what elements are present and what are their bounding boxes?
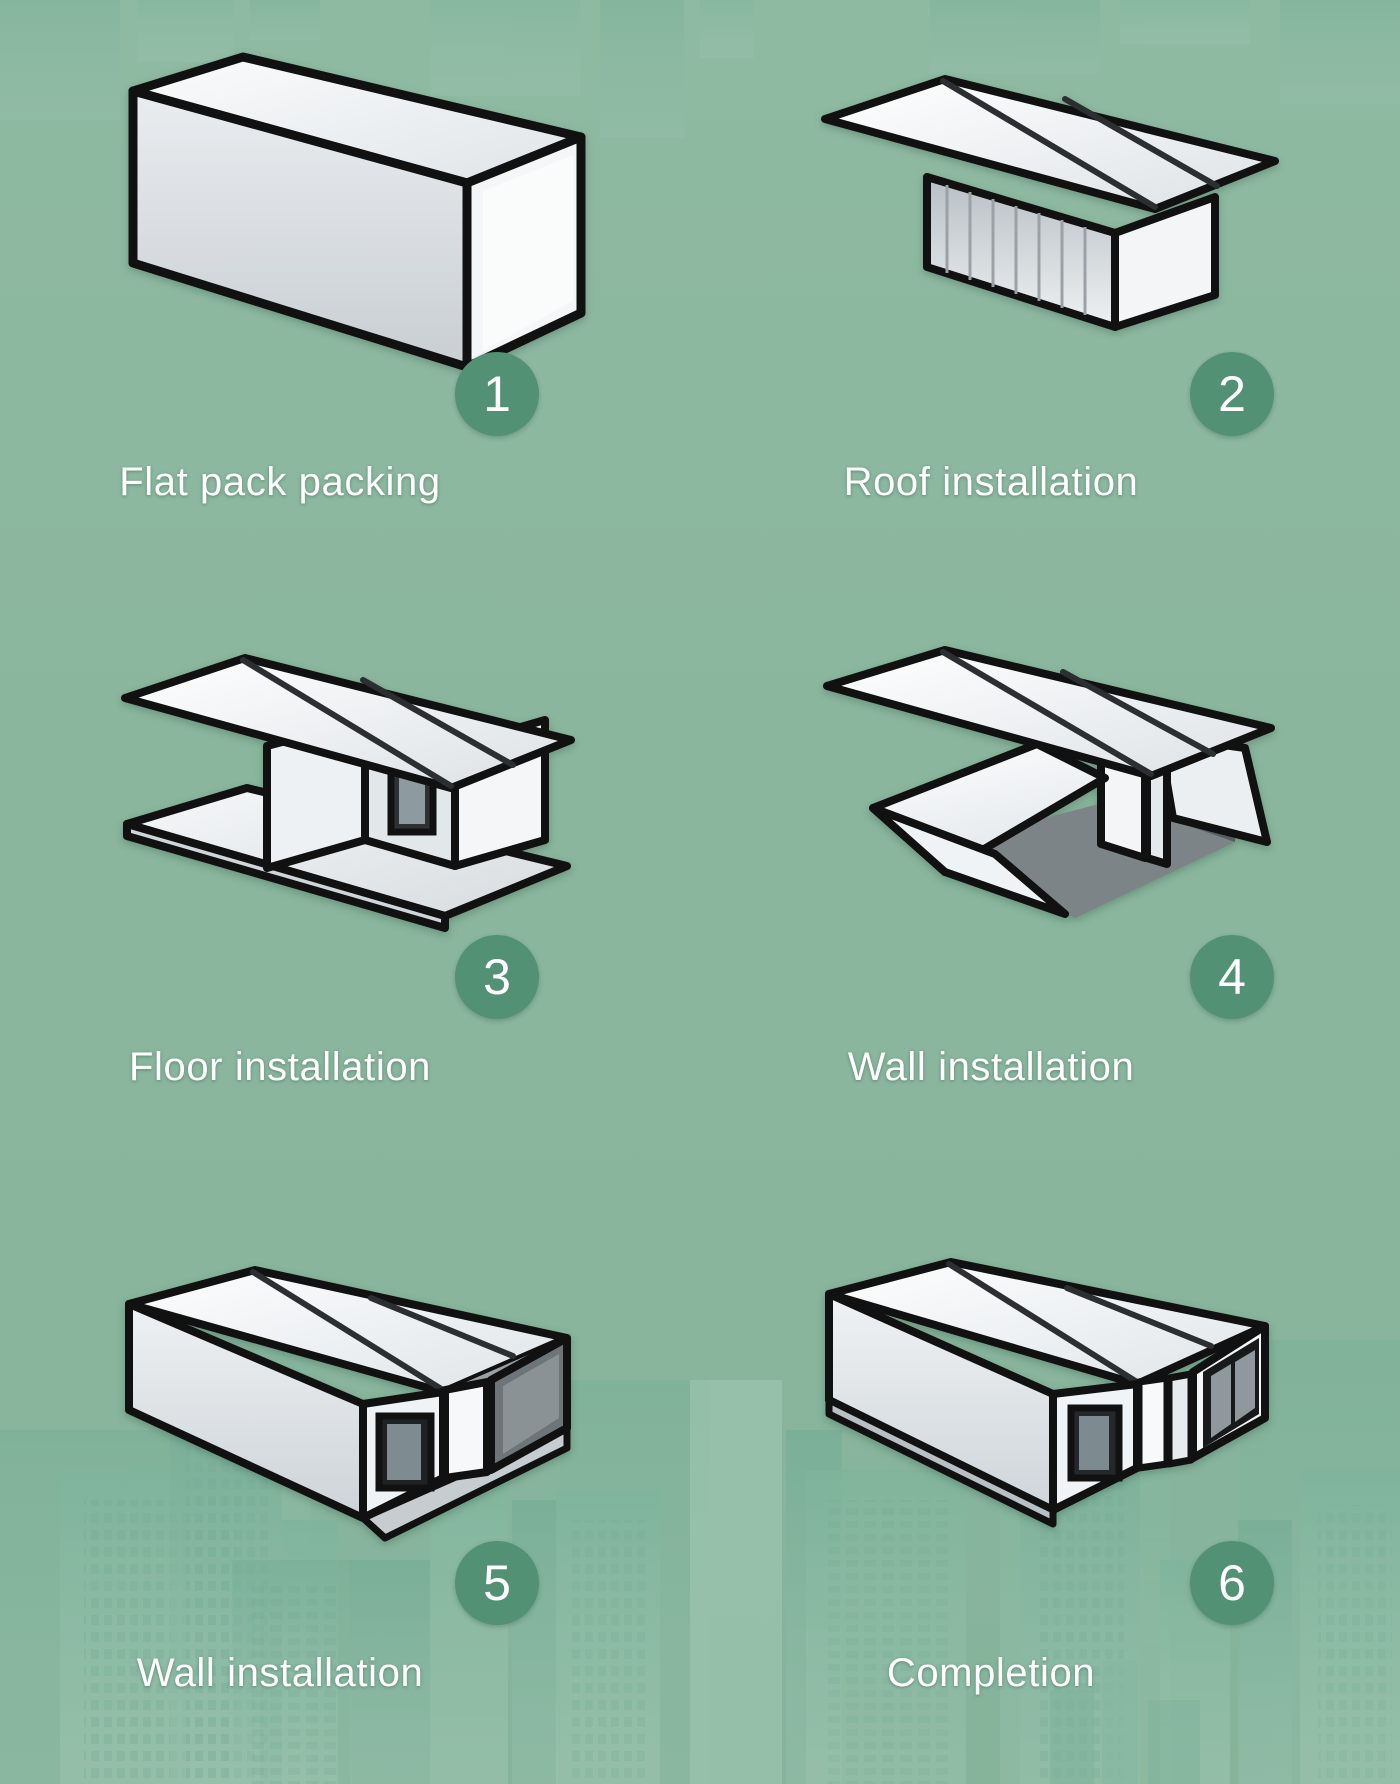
step-4-illustration (700, 623, 1400, 963)
step-5-illustration (0, 1237, 700, 1577)
step-2-label: Roof installation (843, 460, 1139, 504)
step-2: 2 Roof installation (700, 0, 1400, 595)
step-1-illustration (0, 40, 700, 380)
completed-house-icon (825, 1258, 1269, 1528)
step-1-label: Flat pack packing (119, 460, 441, 504)
step-4-badge[interactable]: 4 (1190, 934, 1274, 1019)
step-4: 4 Wall installation (700, 595, 1400, 1190)
step-5-badge[interactable]: 5 (455, 1541, 539, 1626)
step-4-label: Wall installation (847, 1044, 1135, 1089)
step-6-label: Completion (886, 1651, 1096, 1696)
step-6-illustration (700, 1237, 1400, 1577)
step-2-illustration (700, 40, 1400, 380)
wall-installation-folding-icon (823, 645, 1275, 918)
step-5: 5 Wall installation (0, 1189, 700, 1784)
step-6-badge[interactable]: 6 (1190, 1541, 1274, 1626)
step-1: 1 Flat pack packing (0, 0, 700, 595)
floor-installation-icon (121, 653, 575, 932)
step-5-label: Wall installation (136, 1651, 424, 1696)
step-3-illustration (0, 623, 700, 963)
step-3: 3 Floor installation (0, 595, 700, 1190)
step-1-badge[interactable]: 1 (455, 352, 539, 436)
roof-installation-icon (821, 75, 1279, 331)
step-2-badge[interactable]: 2 (1190, 352, 1274, 436)
step-3-label: Floor installation (128, 1044, 432, 1089)
flat-pack-container-icon (128, 52, 586, 372)
step-3-badge[interactable]: 3 (455, 934, 539, 1019)
expanded-unit-icon (125, 1266, 571, 1542)
step-6: 6 Completion (700, 1189, 1400, 1784)
